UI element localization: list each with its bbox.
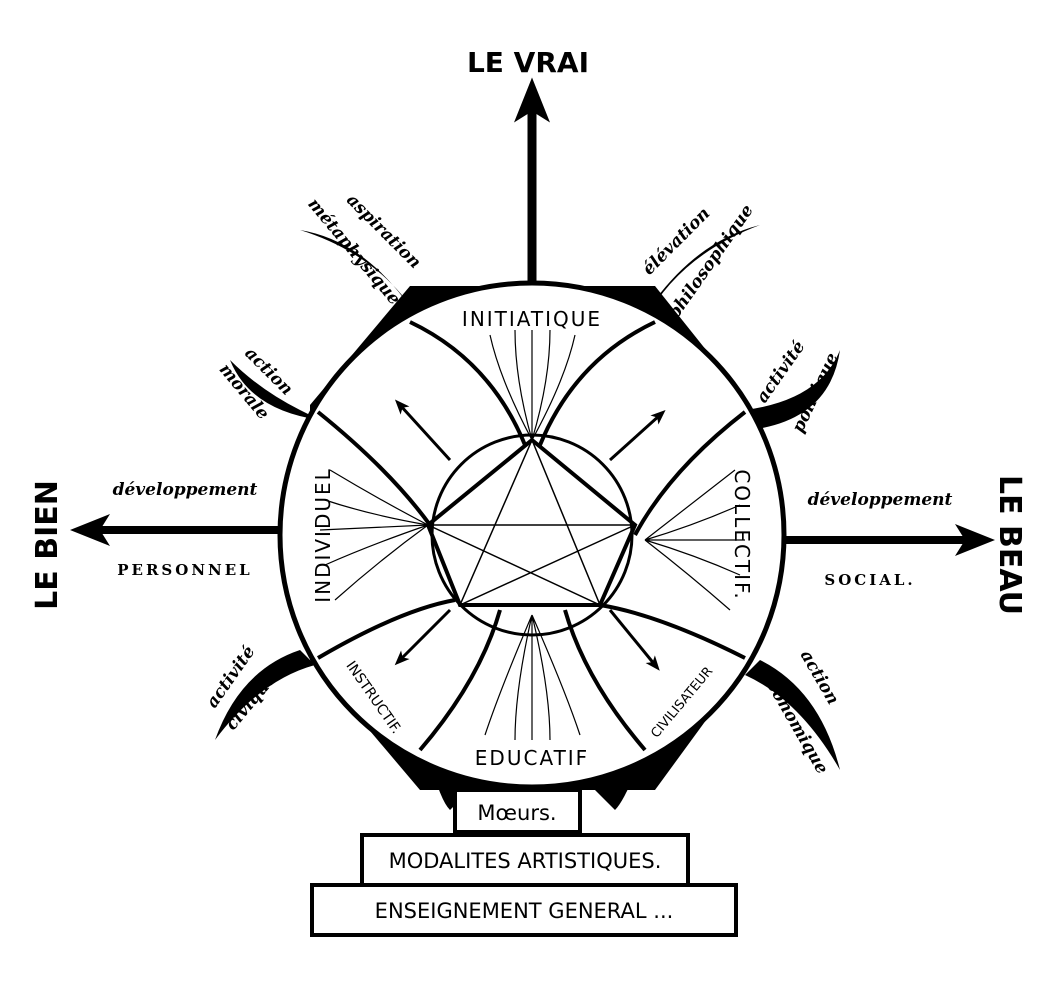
pentagon — [425, 437, 638, 607]
base-box-enseignement — [310, 883, 738, 937]
annotation-developpement-social-1: développement — [808, 490, 953, 510]
ring-label-educatif: EDUCATIF — [475, 746, 589, 770]
pentagram — [427, 438, 636, 607]
annotation-developpement-social-2: SOCIAL. — [824, 571, 915, 589]
sector-curves — [316, 320, 747, 752]
axis-title-le-bien: LE BIEN — [30, 480, 65, 610]
inner-arrows — [394, 399, 666, 671]
base-label-enseignement: ENSEIGNEMENT GENERAL ... — [375, 899, 674, 923]
ring-label-collectif: COLLECTIF. — [730, 469, 754, 600]
base-box-moeurs — [453, 788, 582, 834]
ring-label-initiatique: INITIATIQUE — [462, 307, 602, 331]
axis-title-le-beau: LE BEAU — [992, 475, 1027, 615]
axis-title-le-vrai: LE VRAI — [467, 46, 589, 79]
base-label-modalites: MODALITES ARTISTIQUES. — [389, 849, 662, 873]
annotation-developpement-personnel-1: développement — [113, 480, 258, 500]
base-label-moeurs: Mœurs. — [477, 801, 556, 825]
annotation-developpement-personnel-2: PERSONNEL — [117, 561, 252, 579]
ring-label-individuel: INDIVIDUEL — [311, 467, 335, 603]
fan-lines — [319, 329, 745, 741]
